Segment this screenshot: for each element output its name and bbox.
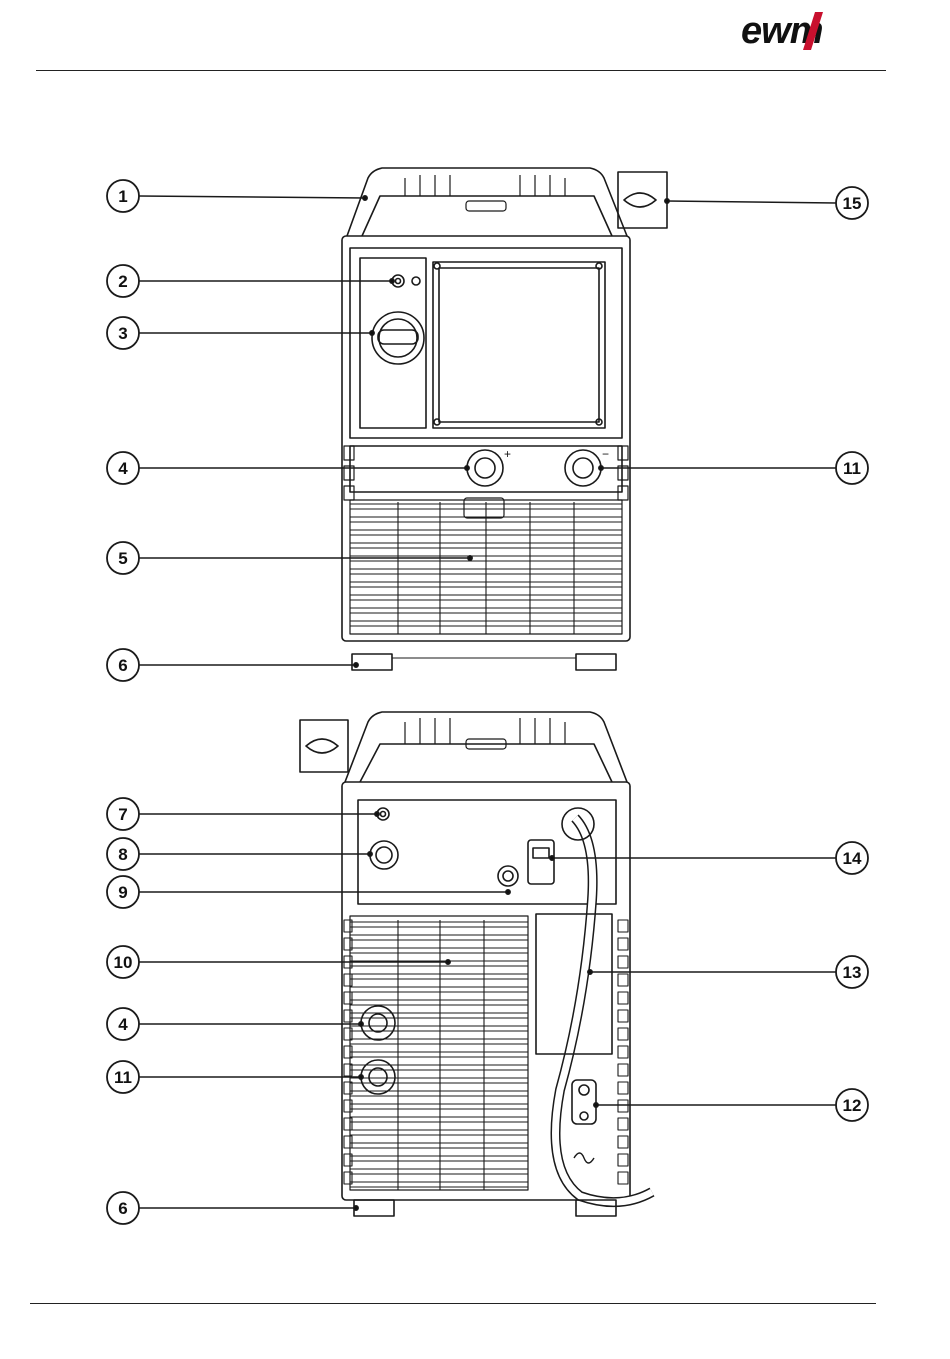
minus-symbol: − (602, 447, 609, 461)
callout-number: 10 (114, 953, 133, 972)
callout-c14: 14 (550, 842, 868, 874)
callout-c2: 2 (107, 265, 394, 297)
callout-c8: 8 (107, 838, 372, 870)
rear-view (300, 712, 652, 1216)
heater-socket (572, 1080, 596, 1124)
callout-number: 5 (118, 549, 127, 568)
leader-dot (550, 856, 554, 860)
callout-number: 9 (118, 883, 127, 902)
leader-line (139, 196, 365, 198)
leader-dot (370, 331, 374, 335)
callout-number: 3 (118, 324, 127, 343)
callout-number: 7 (118, 805, 127, 824)
callout-c4: 4 (107, 452, 469, 484)
callout-number: 2 (118, 272, 127, 291)
leader-dot (359, 1022, 363, 1026)
callout-c1: 1 (107, 180, 367, 212)
rear-hose-holder (300, 720, 348, 772)
leader-dot (468, 556, 472, 560)
plus-symbol: + (504, 447, 511, 461)
leader-dot (599, 466, 603, 470)
callout-number: 6 (118, 1199, 127, 1218)
callout-c11: 11 (599, 452, 868, 484)
plus-socket (467, 450, 503, 486)
minus-socket (565, 450, 601, 486)
callout-c6: 6 (107, 649, 358, 681)
leader-dot (446, 960, 450, 964)
callout-c10: 10 (107, 946, 450, 978)
leader-dot (465, 466, 469, 470)
callout-number: 6 (118, 656, 127, 675)
leader-dot (375, 812, 379, 816)
callout-c12: 12 (594, 1089, 868, 1121)
front-view: + − (342, 168, 667, 670)
rear-grille (350, 916, 528, 1190)
callout-c7: 7 (107, 798, 379, 830)
callout-number: 11 (114, 1068, 132, 1087)
callout-number: 4 (118, 1015, 128, 1034)
callout-number: 12 (843, 1096, 862, 1115)
carry-handle (347, 168, 627, 236)
leader-dot (354, 663, 358, 667)
leader-line (667, 201, 836, 203)
callout-number: 8 (118, 845, 127, 864)
leader-dot (363, 196, 367, 200)
strain-relief (528, 840, 554, 884)
leader-dot (588, 970, 592, 974)
mains-cable (556, 818, 653, 1202)
callout-number: 13 (843, 963, 862, 982)
callout-c15: 15 (665, 187, 868, 219)
leader-dot (594, 1103, 598, 1107)
front-foot-left (352, 654, 392, 670)
hose-holder (618, 172, 667, 228)
control-socket (370, 841, 398, 869)
leader-dot (390, 279, 394, 283)
leader-dot (368, 852, 372, 856)
callout-number: 15 (843, 194, 862, 213)
callout-number: 14 (843, 849, 862, 868)
rear-carry-handle (345, 712, 627, 782)
callout-c11b: 11 (107, 1061, 363, 1093)
callout-c4b: 4 (107, 1008, 363, 1040)
callout-number: 11 (843, 459, 861, 478)
callout-c3: 3 (107, 317, 374, 349)
rear-plus-socket (361, 1006, 395, 1040)
display-window (433, 262, 605, 428)
gas-connector (498, 866, 518, 886)
front-foot-right (576, 654, 616, 670)
leader-dot (665, 199, 669, 203)
callout-c6b: 6 (107, 1192, 358, 1224)
callout-number: 4 (118, 459, 128, 478)
rear-foot-left (354, 1200, 394, 1216)
callout-number: 1 (118, 187, 127, 206)
leader-dot (354, 1206, 358, 1210)
leader-dot (359, 1075, 363, 1079)
leader-dot (506, 890, 510, 894)
